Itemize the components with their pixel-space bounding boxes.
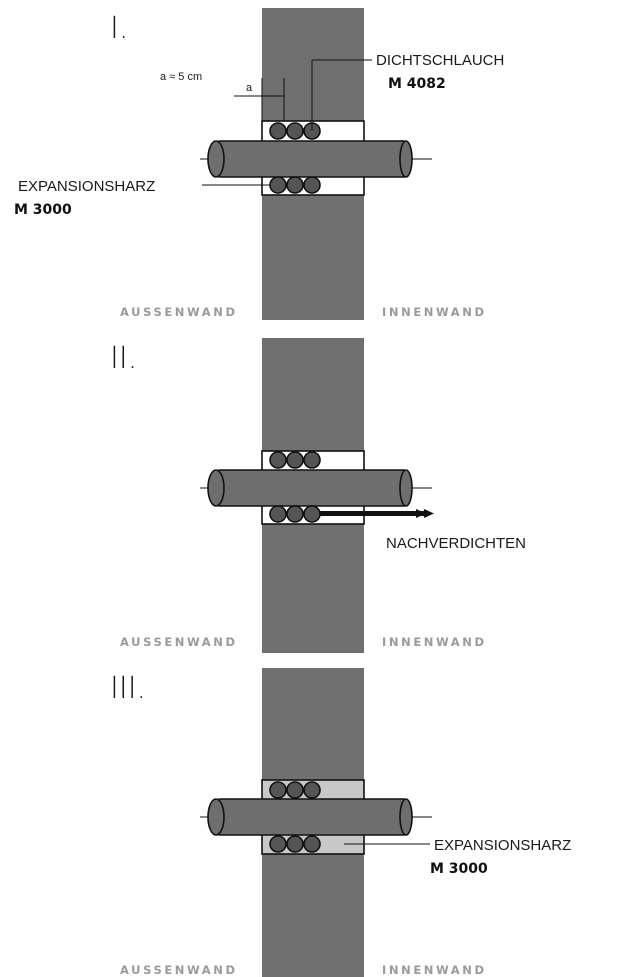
- injection-tool: [320, 511, 424, 516]
- injection-arrow: [424, 509, 434, 518]
- inner-wall-label: INNENWAND: [382, 305, 487, 319]
- action-label: NACHVERDICHTEN: [386, 535, 526, 552]
- panel-3: III. EXPANSIONSHARZ M 3000 AUSSENWAND IN…: [110, 668, 571, 977]
- seal-cord: [286, 781, 304, 799]
- seal-cord: [303, 835, 321, 853]
- seal-cord: [269, 835, 287, 853]
- seal-hose-code: M 4082: [388, 76, 446, 92]
- outer-wall-label: AUSSENWAND: [120, 635, 238, 649]
- inner-wall-label: INNENWAND: [382, 635, 487, 649]
- pipe-end-left-3: [207, 798, 225, 836]
- gap-marker: a: [246, 82, 253, 94]
- step-number: I.: [110, 11, 128, 46]
- injection-arrow: [416, 509, 426, 518]
- seal-cord: [286, 835, 304, 853]
- seal-cord: [286, 505, 304, 523]
- seal-cord: [303, 781, 321, 799]
- resin-code: M 3000: [14, 202, 72, 218]
- outer-wall-label: AUSSENWAND: [120, 305, 238, 319]
- seal-cord: [269, 505, 287, 523]
- seal-cord: [269, 781, 287, 799]
- resin-name: EXPANSIONSHARZ: [18, 178, 155, 195]
- pipe-end-right-1: [399, 140, 413, 178]
- seal-cord: [286, 176, 304, 194]
- seal-hose-leader: [311, 59, 372, 131]
- seal-cord: [269, 451, 287, 469]
- resin-code: M 3000: [430, 861, 488, 877]
- pipe-end-right-3: [399, 798, 413, 836]
- pipe-3: [215, 798, 409, 836]
- gap-label: a ≈ 5 cm: [160, 71, 202, 83]
- seal-hose-name: DICHTSCHLAUCH: [376, 52, 504, 69]
- seal-cord: [286, 451, 304, 469]
- seal-cord: [303, 176, 321, 194]
- pipe-end-left-2: [207, 469, 225, 507]
- resin-name: EXPANSIONSHARZ: [434, 837, 571, 854]
- seal-cord: [269, 122, 287, 140]
- step-number: III.: [110, 671, 146, 706]
- outer-wall-label: AUSSENWAND: [120, 963, 238, 977]
- step-number: II.: [110, 341, 137, 376]
- panel-2: II. NACHVERDICHTEN AUSSENWAND INNENWAND: [110, 338, 526, 653]
- pipe-end-left-1: [207, 140, 225, 178]
- pipe-2: [215, 469, 409, 507]
- inner-wall-label: INNENWAND: [382, 963, 487, 977]
- pipe-end-right-2: [399, 469, 413, 507]
- panel-1: I. a ≈ 5 cm a DICHTSCHLAUCH M 4082 EXPAN…: [14, 8, 504, 320]
- seal-cord: [303, 451, 321, 469]
- seal-cord: [269, 176, 287, 194]
- seal-cord: [303, 505, 321, 523]
- pipe-1: [215, 140, 409, 178]
- seal-cord: [286, 122, 304, 140]
